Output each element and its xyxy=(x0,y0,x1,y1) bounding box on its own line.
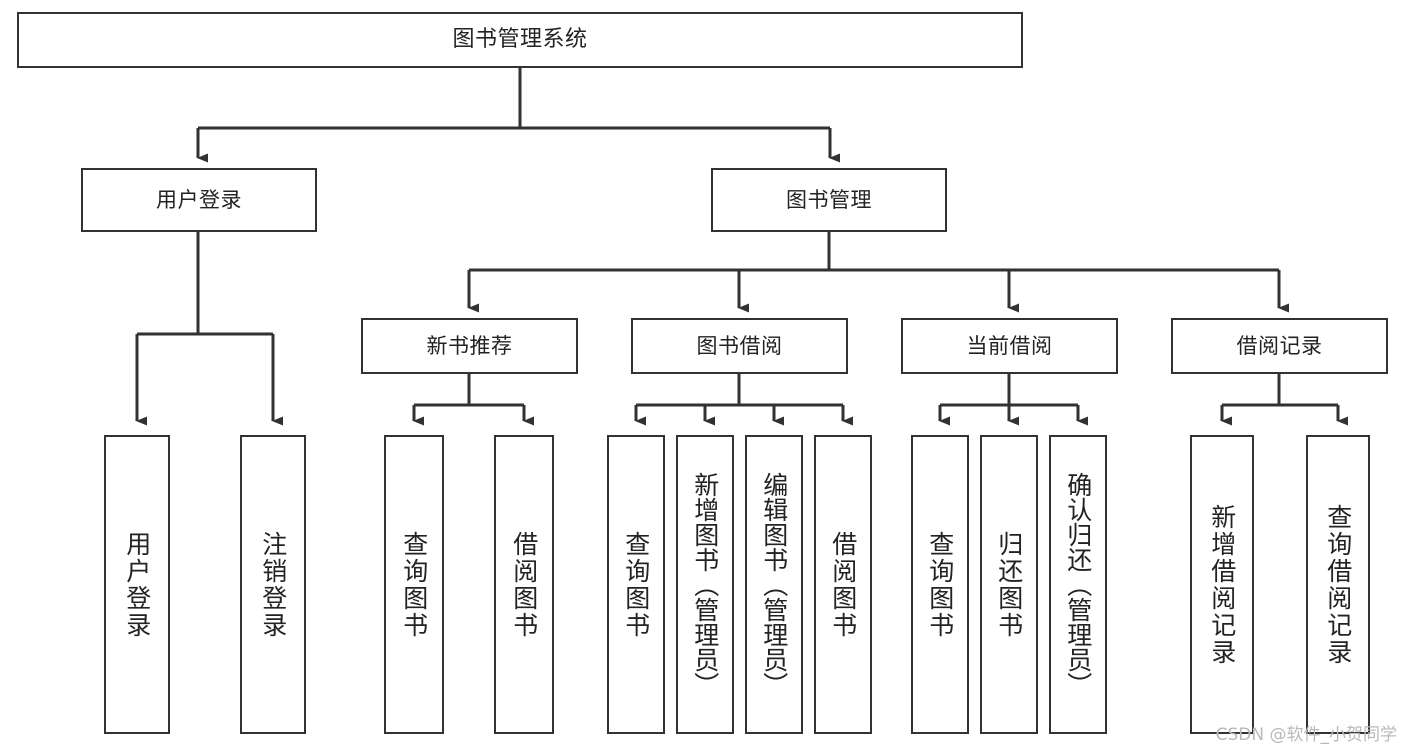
leaf-confirm-return-admin[interactable]: 确认归还（管理员） xyxy=(1049,435,1107,734)
node-label: 新书推荐 xyxy=(426,333,513,358)
leaf-query-book-borrow[interactable]: 查询图书 xyxy=(607,435,665,734)
node-label: 用户登录 xyxy=(156,187,242,212)
leaf-borrow-book-new[interactable]: 借阅图书 xyxy=(494,435,554,734)
node-label: 借阅图书 xyxy=(509,530,539,639)
node-current-borrow[interactable]: 当前借阅 xyxy=(901,318,1118,374)
node-root-book-management-system[interactable]: 图书管理系统 xyxy=(17,12,1023,68)
node-label: 编辑图书（管理员） xyxy=(759,472,789,697)
node-label: 查询借阅记录 xyxy=(1323,503,1353,666)
node-label: 归还图书 xyxy=(994,530,1024,639)
node-label: 借阅记录 xyxy=(1236,333,1323,358)
leaf-user-login[interactable]: 用户登录 xyxy=(104,435,170,734)
node-label: 图书管理系统 xyxy=(452,26,588,52)
node-label: 确认归还（管理员） xyxy=(1063,472,1093,697)
node-label: 查询图书 xyxy=(621,530,651,639)
leaf-logout[interactable]: 注销登录 xyxy=(240,435,306,734)
node-label: 注销登录 xyxy=(258,530,288,639)
node-label: 图书管理 xyxy=(786,187,872,212)
node-book-management[interactable]: 图书管理 xyxy=(711,168,947,232)
node-book-borrow[interactable]: 图书借阅 xyxy=(631,318,848,374)
leaf-query-borrow-record[interactable]: 查询借阅记录 xyxy=(1306,435,1370,734)
leaf-edit-book-admin[interactable]: 编辑图书（管理员） xyxy=(745,435,803,734)
node-label: 用户登录 xyxy=(122,530,152,639)
node-label: 新增图书（管理员） xyxy=(690,472,720,697)
node-label: 查询图书 xyxy=(399,530,429,639)
leaf-return-book[interactable]: 归还图书 xyxy=(980,435,1038,734)
leaf-query-book-new[interactable]: 查询图书 xyxy=(384,435,444,734)
leaf-add-borrow-record[interactable]: 新增借阅记录 xyxy=(1190,435,1254,734)
node-label: 借阅图书 xyxy=(828,530,858,639)
node-label: 图书借阅 xyxy=(696,333,783,358)
leaf-query-book-current[interactable]: 查询图书 xyxy=(911,435,969,734)
node-label: 新增借阅记录 xyxy=(1207,503,1237,666)
leaf-borrow-book[interactable]: 借阅图书 xyxy=(814,435,872,734)
node-user-login[interactable]: 用户登录 xyxy=(81,168,317,232)
node-label: 查询图书 xyxy=(925,530,955,639)
node-label: 当前借阅 xyxy=(966,333,1053,358)
leaf-add-book-admin[interactable]: 新增图书（管理员） xyxy=(676,435,734,734)
node-borrow-record[interactable]: 借阅记录 xyxy=(1171,318,1388,374)
csdn-watermark: CSDN @软件_小贺同学 xyxy=(1215,725,1397,745)
node-new-book-recommendation[interactable]: 新书推荐 xyxy=(361,318,578,374)
